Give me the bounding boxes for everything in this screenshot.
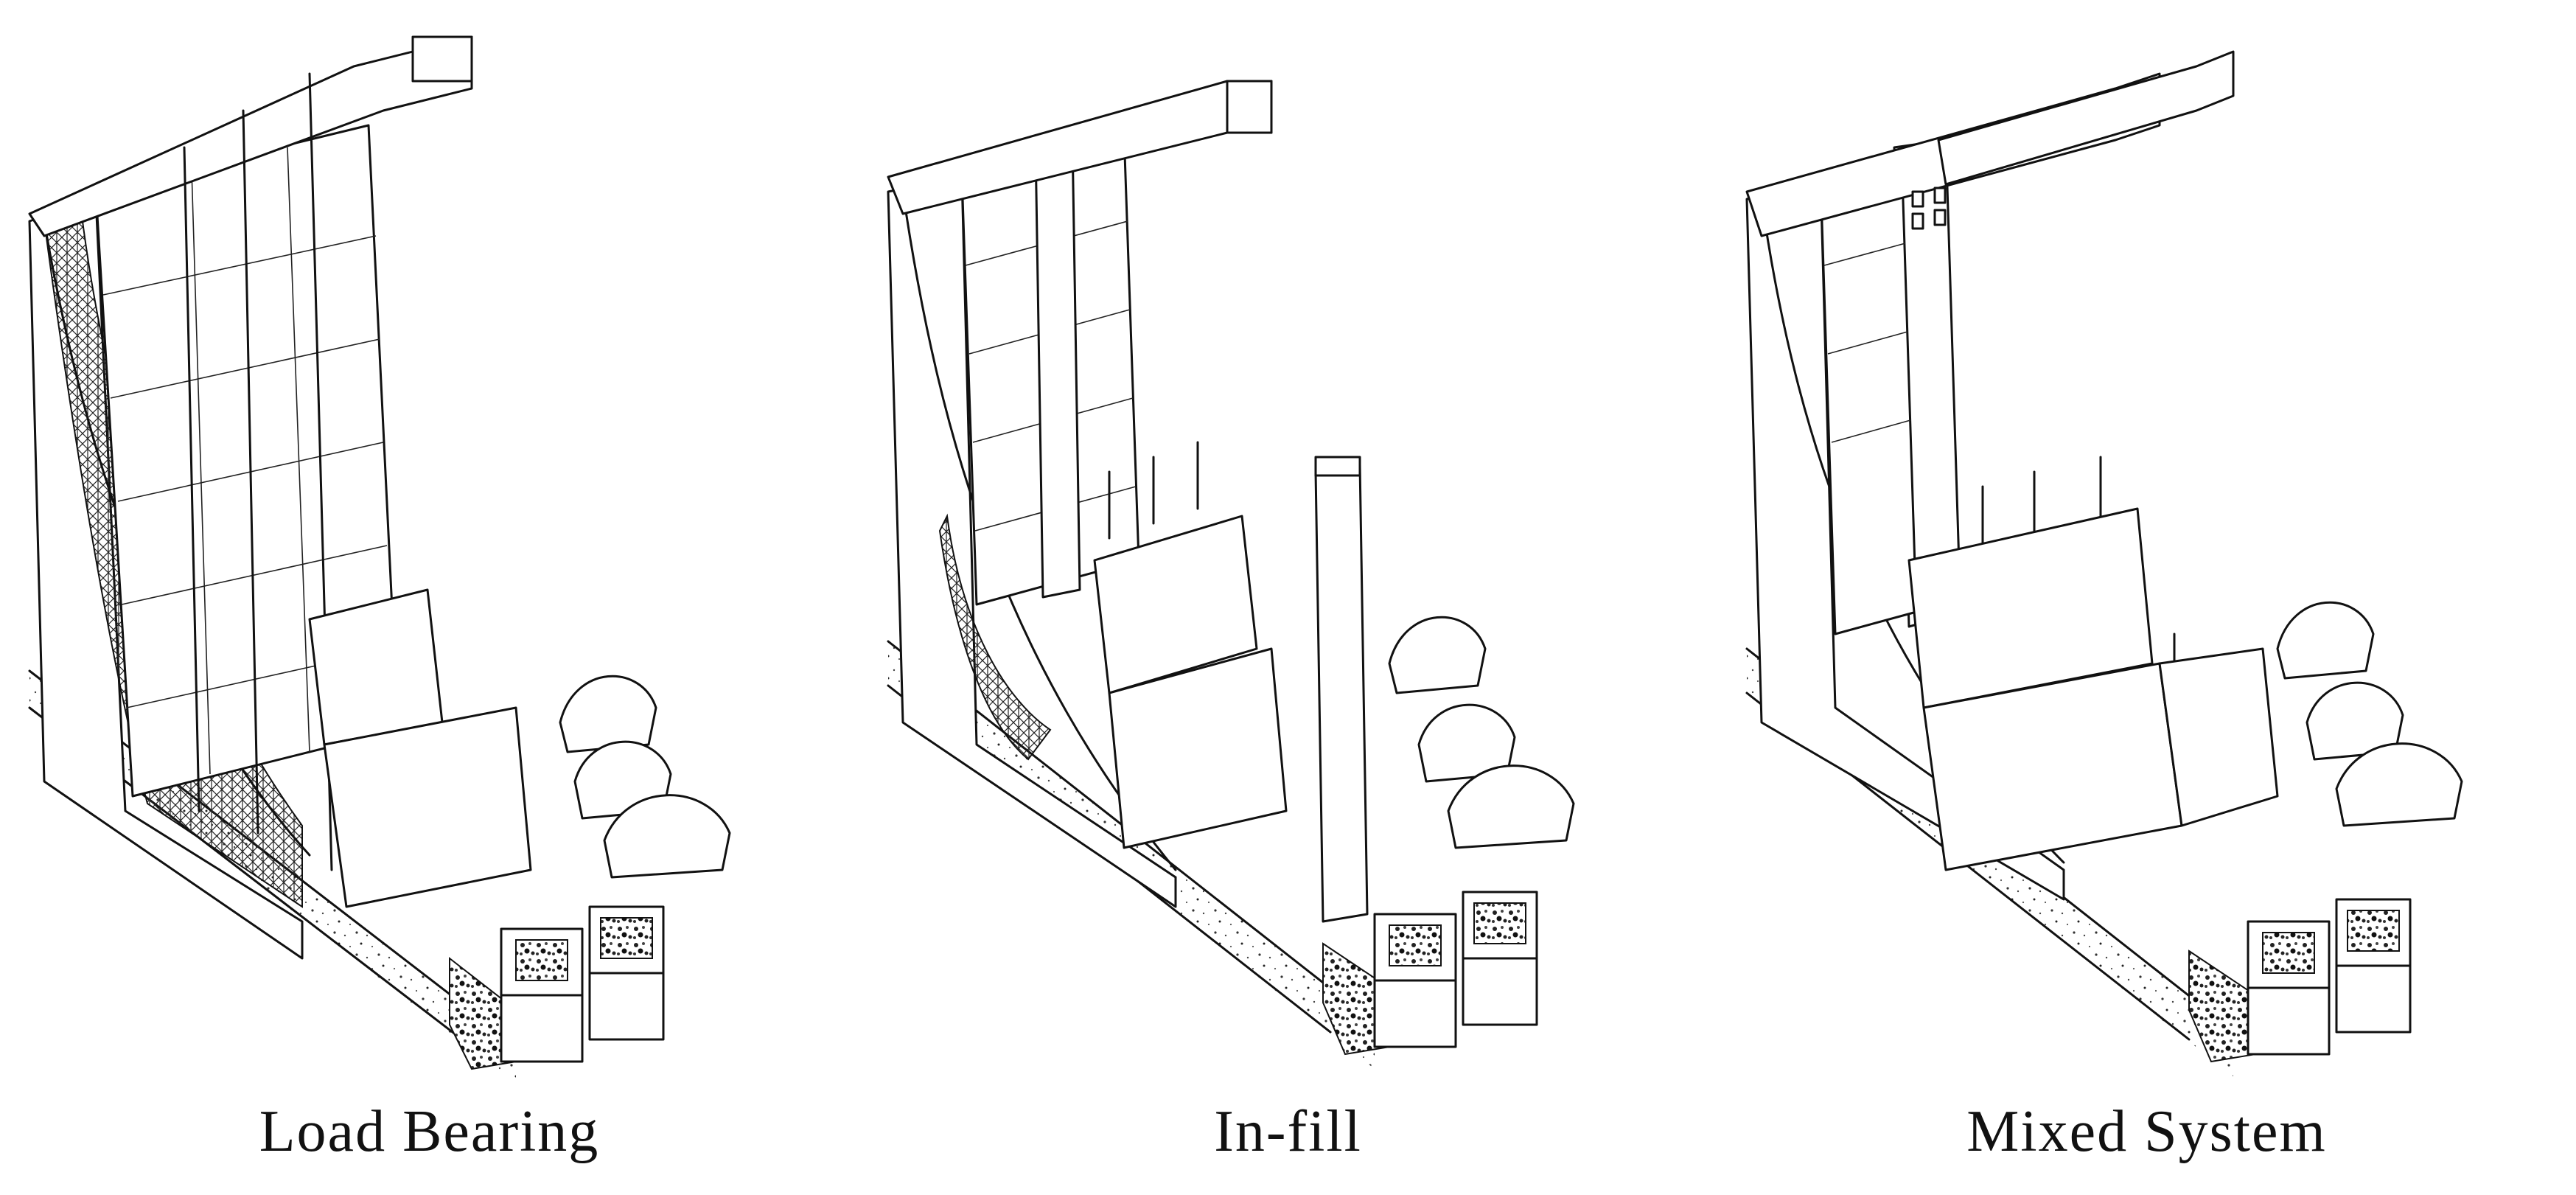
- rebar-stubs: [1108, 441, 1199, 540]
- top-plate-end: [411, 35, 473, 83]
- mixed-block-1: [1907, 507, 2154, 709]
- core-fill: [2262, 910, 2400, 974]
- lower-block-2: [323, 706, 532, 908]
- core-fill: [515, 917, 653, 981]
- top-beam-end: [1226, 80, 1273, 134]
- block-courses: [1823, 243, 1911, 443]
- caption-in-fill: In-fill: [1214, 1099, 1362, 1164]
- caption-mixed-system: Mixed System: [1966, 1099, 2327, 1164]
- arch-forms: [559, 675, 731, 879]
- infill-column: [1314, 463, 1369, 923]
- infill-block-2: [1108, 647, 1288, 849]
- arch-forms: [2276, 601, 2463, 827]
- panel-mixed-system: Mixed System: [1717, 0, 2576, 1195]
- arch-forms: [1388, 616, 1575, 849]
- top-plate: [28, 35, 473, 237]
- core-fill: [1389, 902, 1526, 966]
- caption-load-bearing: Load Bearing: [259, 1099, 600, 1164]
- footing-gravel: [2188, 950, 2256, 1063]
- beam-bolts: [1911, 187, 1947, 230]
- column-cap: [1314, 456, 1361, 477]
- infill-block-1: [1093, 515, 1258, 694]
- mixed-block-3: [2158, 647, 2279, 827]
- wall-post: [1034, 139, 1081, 599]
- panel-in-fill: In-fill: [859, 0, 1717, 1195]
- mixed-system-drawing: [1745, 50, 2463, 1076]
- in-fill-drawing: [887, 80, 1575, 1069]
- block-wall: [1819, 153, 1918, 635]
- mesh-lath: [938, 513, 1052, 761]
- rebar-stubs: [1981, 456, 2176, 702]
- top-beam-back: [1937, 50, 2235, 186]
- core-stack: [2247, 898, 2412, 1056]
- load-bearing-drawing: [28, 35, 731, 1084]
- panel-load-bearing: Load Bearing: [0, 0, 859, 1195]
